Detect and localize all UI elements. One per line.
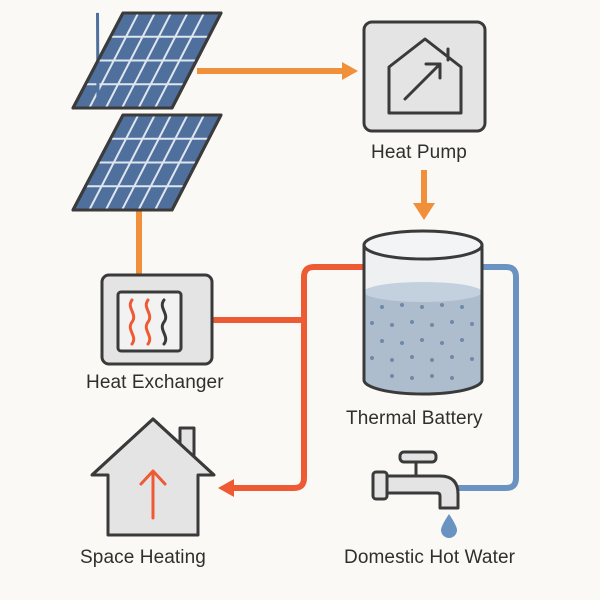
heat-pump-label: Heat Pump [371, 142, 467, 163]
battery-to-space-heating-pipe [218, 264, 372, 497]
water-tank-icon [362, 229, 484, 396]
thermal-battery-label: Thermal Battery [346, 408, 483, 429]
solar-to-heat-pump-pipe [197, 62, 358, 80]
faucet-icon [371, 450, 460, 538]
water-drop-icon [441, 514, 457, 538]
space-heating-label: Space Heating [80, 547, 206, 568]
solar-panel-icon [71, 113, 223, 212]
house-up-arrow-icon [90, 417, 216, 537]
heat-exchanger-unit [100, 273, 214, 366]
solar-panel-icon [71, 11, 223, 110]
house-arrow-icon [387, 37, 463, 115]
heat-pump-unit [362, 20, 487, 133]
heat-waves-icon [128, 298, 168, 346]
heat-pump-to-battery-pipe [413, 170, 435, 220]
heat-exchanger-label: Heat Exchanger [86, 372, 224, 393]
domestic-hot-water-label: Domestic Hot Water [344, 547, 516, 568]
battery-to-hot-water-pipe [458, 264, 519, 491]
